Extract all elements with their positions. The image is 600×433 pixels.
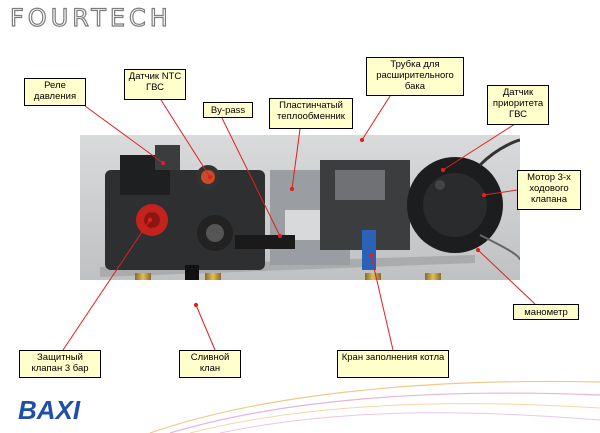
- baxi-logo: BAXI: [18, 395, 81, 425]
- label-safety-valve: Защитный клапан 3 бар: [19, 350, 101, 378]
- label-fill-valve: Кран заполнения котла: [337, 350, 449, 378]
- label-plate-exchanger: Пластинчатый теплообменник: [269, 98, 353, 129]
- label-expansion-tube: Трубка для расширительного бака: [366, 57, 464, 96]
- label-dhw-priority-sensor: Датчик приоритета ГВС: [487, 85, 549, 125]
- label-bypass: By-pass: [203, 102, 253, 118]
- label-three-way-motor: Мотор 3-х ходового клапана: [517, 170, 581, 210]
- label-ntc-dhw-sensor: Датчик NTC ГВС: [124, 69, 186, 100]
- label-manometer: манометр: [513, 304, 579, 320]
- fourtech-logo: FOURTECH: [9, 3, 172, 32]
- label-drain-valve: Сливной клан: [179, 350, 241, 378]
- hydraulic-group-photo: [80, 135, 520, 280]
- label-pressure-relay: Реле давления: [24, 78, 86, 106]
